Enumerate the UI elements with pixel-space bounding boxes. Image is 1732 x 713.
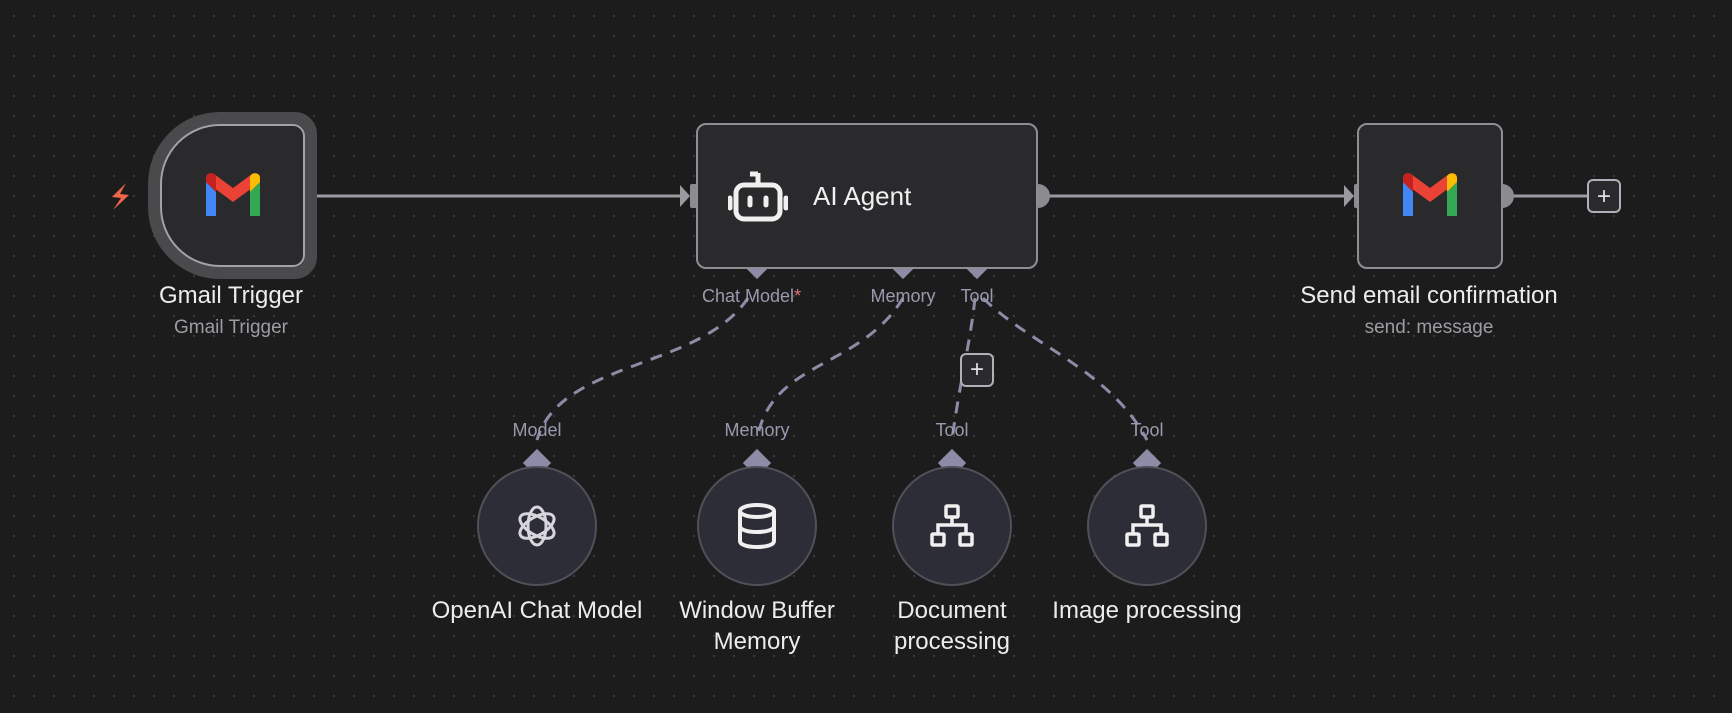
gmail-trigger-node[interactable]	[148, 112, 317, 279]
sitemap-icon	[930, 504, 974, 547]
send-email-title: Send email confirmation	[1300, 282, 1558, 309]
trigger-bolt-icon	[112, 183, 129, 210]
ai-agent-node[interactable]: AI Agent	[696, 123, 1038, 269]
send-email-subtitle: send: message	[1364, 317, 1494, 338]
robot-icon	[728, 171, 788, 222]
tool-port-label: Tool	[960, 286, 994, 306]
model-sub-port-label: Model	[512, 420, 562, 440]
gmail-trigger-title: Gmail Trigger	[158, 282, 304, 309]
document-processing-title: Document processing	[893, 597, 1011, 655]
add-node-button[interactable]: +	[1587, 179, 1621, 213]
send-input-arrow	[1344, 185, 1354, 207]
gmail-trigger-subtitle: Gmail Trigger	[173, 317, 289, 338]
openai-chat-model-title: OpenAI Chat Model	[431, 597, 643, 624]
ai-agent-title: AI Agent	[813, 181, 912, 211]
svg-text:+: +	[1597, 183, 1611, 210]
tool-document-port-label: Tool	[935, 420, 969, 440]
add-tool-button[interactable]: +	[960, 353, 994, 387]
sitemap-icon	[1125, 504, 1169, 547]
document-processing-node[interactable]	[892, 466, 1012, 586]
tool-image-port-label: Tool	[1130, 420, 1164, 440]
connection-model[interactable]	[535, 297, 750, 441]
gmail-icon	[1403, 173, 1457, 216]
image-processing-node[interactable]	[1087, 466, 1207, 586]
chat-model-port-label: Chat Model*	[702, 286, 802, 306]
gmail-icon	[205, 172, 260, 216]
image-processing-title: Image processing	[1052, 597, 1242, 624]
openai-chat-model-node[interactable]	[477, 466, 597, 586]
agent-input-arrow	[680, 185, 690, 207]
svg-text:+: +	[970, 356, 984, 383]
memory-sub-port-label: Memory	[724, 420, 790, 440]
window-buffer-memory-title: Window Buffer Memory	[679, 597, 835, 655]
memory-port-label: Memory	[870, 286, 936, 306]
openai-icon	[518, 505, 556, 547]
connection-memory[interactable]	[755, 297, 905, 441]
database-icon	[738, 503, 776, 549]
connection-tool-image[interactable]	[981, 296, 1149, 441]
window-buffer-memory-node[interactable]	[697, 466, 817, 586]
send-email-node[interactable]	[1357, 123, 1503, 269]
